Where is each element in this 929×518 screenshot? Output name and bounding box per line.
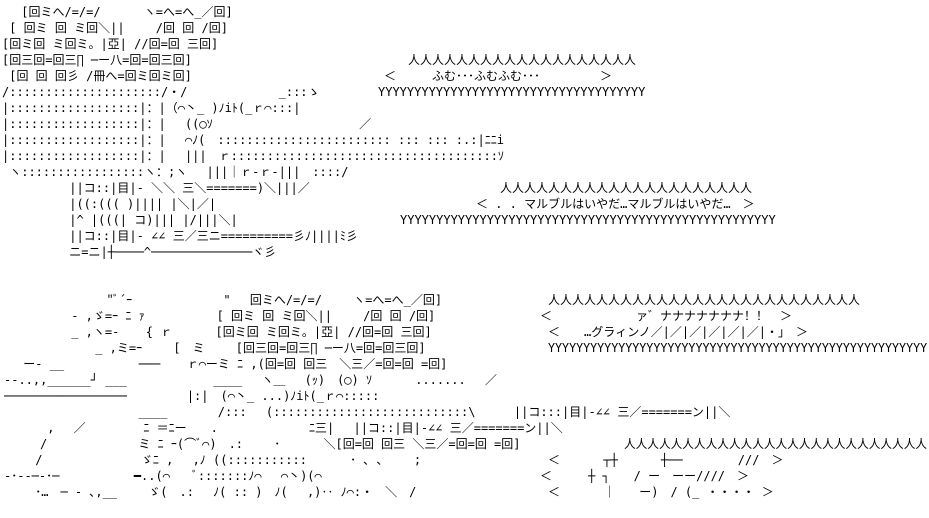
- art-line: ||コ::|目|- ∠∠ 三／三ニ==========彡ﾉ||||ﾐ彡: [2, 229, 358, 243]
- bubble-bottom-border: YYYYYYYYYYYYYYYYYYYYYYYYYYYYYYYYYYYYY: [378, 85, 646, 99]
- bubble-top-border: 人人人人人人人人人人人人人人人人人人人人人: [500, 181, 753, 195]
- art-line: / ゞﾆ , ,ﾉ ((::::::::::: ･ ､ ､ ;: [4, 453, 422, 467]
- art-line: ||コ::|目|- ＼＼ 三＼=======)＼|||／: [2, 181, 310, 195]
- art-line: "ﾞ´ｰ " 回ミへ/=/=/ ヽ=へ=へ_／回]: [4, 293, 443, 307]
- art-line: , ／ ﾆ ＝ﾆー . ﾆ三| ||コ::|目|-∠∠ 三／=======ン||…: [4, 421, 563, 435]
- art-line: |::::::::::::::::::|：| ((◯ｿ ／: [2, 117, 372, 131]
- art-line: ヽ:::::::::::::::::ヽ：;ヽ |||｜ｒ-ｒ-||| ::::/: [2, 165, 349, 179]
- bubble-bottom-border: YYYYYYYYYYYYYYYYYYYYYYYYYYYYYYYYYYYYYYYY…: [400, 213, 776, 227]
- art-line: / ミ ﾆ ｰ(⌒ﾞ⌒) .: ･ ＼[回=回 回三 ＼三／=回=回 =回]: [4, 437, 521, 451]
- art-line: ───────────────── |:| (⌒丶_ ...)ﾉiﾄ(_ｒ⌒::…: [4, 389, 380, 403]
- art-line: - ,ゞ=ｰ ﾆ ｧ [ 回ミ 回 ミ回＼|| /回 回 /回]: [4, 309, 436, 323]
- bubble-text: ＜ ┼ ┐ / ー ーー//// ＞: [540, 469, 750, 483]
- bubble-text: ＜ . . マルブルはいやだ…マルブルはいやだ… ＞: [476, 197, 755, 211]
- art-line: [回ミ回 ミ回ミ。|亞| //回=回 三回]: [2, 37, 219, 51]
- art-line: ニ=ニ|┼────^──────────────ヾ彡: [2, 245, 277, 259]
- bubble-text: ＜ ┬┼ ┼── /// ＞: [548, 453, 784, 467]
- art-line: _ ,ヽ=- { ｒ [回ミ回 ミ回ミ。|亞| //回=回 三回]: [4, 325, 432, 339]
- bubble-text: ＜ ｜ ー) / (_ ・・・・ ＞: [548, 485, 774, 499]
- art-line: ･… ─ - ､,__ ゞ( .: ﾉ( :: ) ﾉ( ,)‥ ﾉ⌒:・ ＼ …: [4, 485, 417, 499]
- art-line: /:::::::::::::::::::::/・/ _:::ゝ: [2, 85, 320, 99]
- art-line: |::::::::::::::::::|：| ⌒ﾉ( :::::::::::::…: [2, 133, 504, 147]
- art-line: |::::::::::::::::::|：| ||| ｒ::::::::::::…: [2, 149, 504, 163]
- art-line: [ 回ミ 回 ミ回＼|| /回 回 /回]: [2, 21, 228, 35]
- art-line: |((:((( )|||| |＼|／|: [2, 197, 217, 211]
- bubble-text: ＜ ァ゛ナナナナナナナ！！ ＞: [540, 309, 793, 323]
- bubble-top-border: 人人人人人人人人人人人人人人人人人人人人人人人人人人: [624, 437, 928, 451]
- art-line: [回 回 回彡 /冊へ=回ミ回ミ回]: [2, 69, 192, 83]
- art-line: |^ |(((| コ)||| |/|||＼|: [2, 213, 238, 227]
- art-line: [回ミへ/=/=/ ヽ=へ=へ_／回]: [2, 5, 233, 19]
- bubble-bottom-border: YYYYYYYYYYYYYYYYYYYYYYYYYYYYYYYYYYYYYYYY…: [548, 341, 928, 355]
- art-line: ____ /::: (:::::::::::::::::::::::::::\ …: [4, 405, 731, 419]
- bubble-top-border: 人人人人人人人人人人人人人人人人人人人人人人人人人人: [548, 293, 861, 307]
- art-line: |::::::::::::::::::|：|（⌒丶_ )ﾉiﾄ(_ｒ⌒:::|: [2, 101, 301, 115]
- art-line: ー- __ ─── ｒ⌒ーミ ﾆ ,(回=回 回三 ＼三／=回=回 =回]: [4, 357, 448, 371]
- bubble-text: ＜ ふむ･･･ふむふむ･･･ ＞: [384, 69, 613, 83]
- art-line: ‐･--─-･─ ━..(⌒ ﾞ:::::::ﾉ⌒ ⌒丶)(⌒: [4, 469, 370, 483]
- art-line: _ ,ミ=ｰ [ ミ [回三回=回三∏ ─ー八=回=回三回]: [4, 341, 426, 355]
- art-line: ‐-..,,______┘ ___ ____ ヽ＿ (ｯ) (◯) ｿ ....…: [4, 373, 497, 387]
- bubble-top-border: 人人人人人人人人人人人人人人人人人人人: [408, 53, 637, 67]
- bubble-text: ＜ …グラィンノ／|／|／|／|／|／|・」 ＞: [548, 325, 808, 339]
- art-line: [回三回=回三∏ ─ー八=回=回三回]: [2, 53, 192, 67]
